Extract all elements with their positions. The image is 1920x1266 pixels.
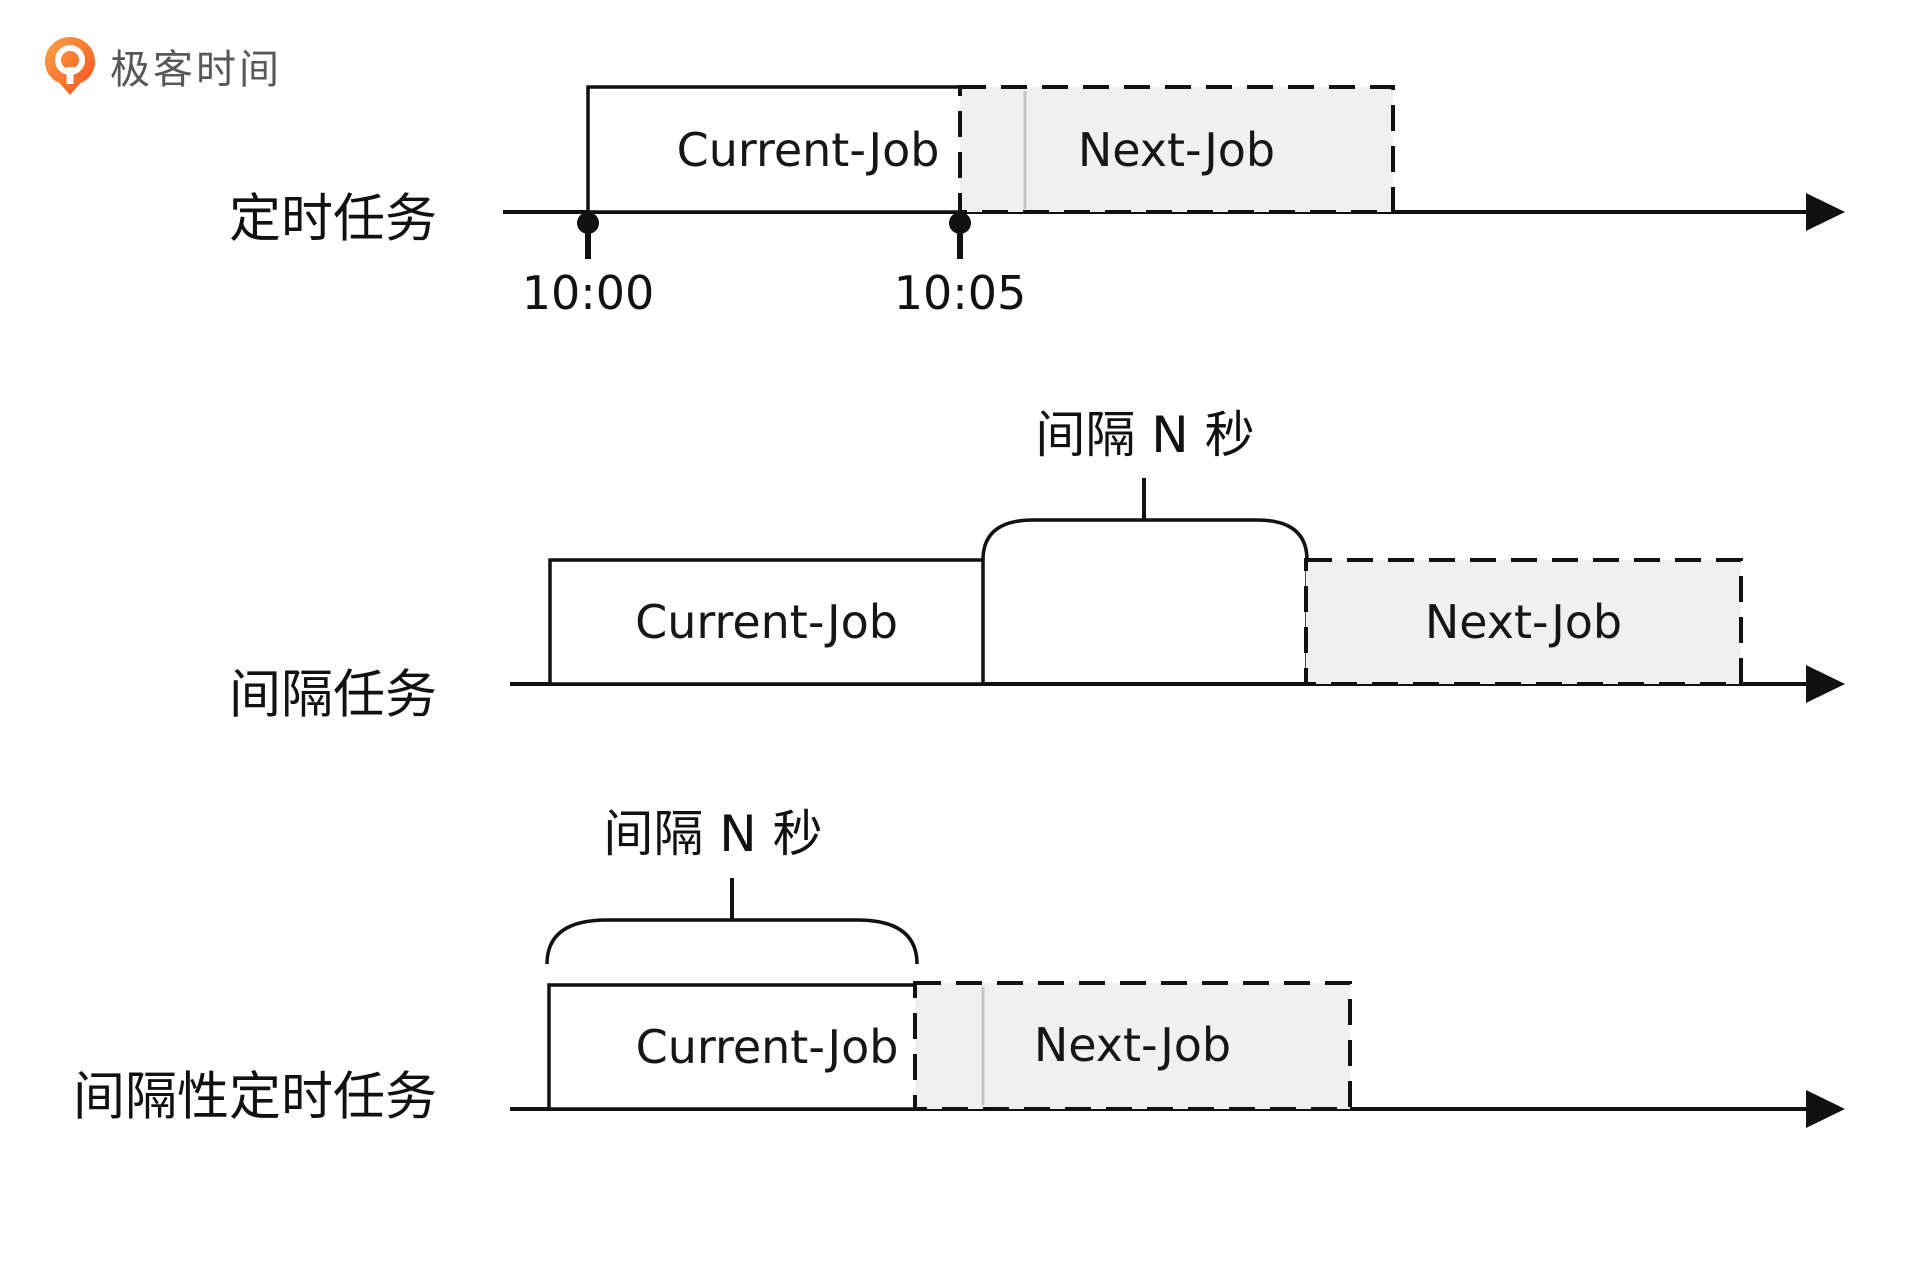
interval-bump-row2 — [981, 518, 1309, 683]
row-label-interval-timed-task: 间隔性定时任务 — [72, 1067, 437, 1128]
geektime-pin-icon — [45, 37, 95, 95]
row-label-interval-task: 间隔任务 — [228, 665, 437, 726]
geektime-logo: 极客时间 — [44, 36, 282, 96]
timeline-arrowhead-row2 — [1806, 665, 1845, 703]
brand-name: 极客时间 — [110, 47, 282, 93]
next-job-label-row2: Next-Job — [1424, 595, 1623, 649]
row-label-timed-task: 定时任务 — [228, 189, 437, 250]
next-job-label-row1: Next-Job — [1077, 122, 1276, 177]
timeline-arrowhead-row1 — [1806, 193, 1845, 231]
next-job-box-row2 — [1304, 558, 1743, 686]
current-job-label-row3: Current-Job — [635, 1020, 899, 1074]
next-job-box-row3 — [913, 981, 1352, 1111]
time-marker-1000: 10:00 — [521, 266, 655, 320]
interval-n-seconds-label-row3: 间隔 N 秒 — [603, 805, 823, 863]
current-job-box-row2 — [548, 558, 985, 686]
current-job-label-row2: Current-Job — [635, 595, 898, 649]
marker-dot-1000 — [577, 212, 599, 234]
pin-shape — [45, 37, 95, 95]
current-job-box-row3 — [547, 983, 917, 1111]
marker-dot-1005 — [949, 212, 971, 234]
timeline-arrowhead-row3 — [1806, 1090, 1845, 1128]
next-job-box-row1 — [958, 85, 1395, 214]
interval-brace-row3 — [545, 918, 919, 965]
current-job-box-row1 — [586, 85, 960, 214]
interval-n-seconds-label-row2: 间隔 N 秒 — [1035, 406, 1255, 464]
current-job-label-row1: Current-Job — [676, 122, 940, 177]
next-job-label-row3: Next-Job — [1033, 1018, 1232, 1072]
time-marker-1005: 10:05 — [893, 266, 1027, 320]
